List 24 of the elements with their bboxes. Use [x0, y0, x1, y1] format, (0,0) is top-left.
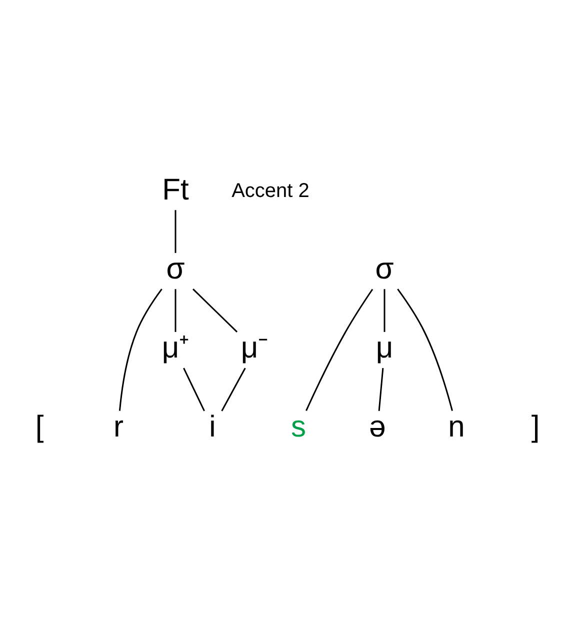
node-text: s [291, 410, 306, 443]
label: ] [531, 410, 540, 443]
label: Accent 2 [232, 180, 310, 202]
node-text: Ft [162, 173, 189, 206]
connector [192, 288, 238, 332]
connector [378, 368, 384, 411]
connector [183, 367, 205, 411]
connector [397, 288, 453, 411]
label: [ [35, 410, 44, 443]
connector [221, 367, 246, 411]
node-text: μ [376, 331, 394, 364]
connector [174, 210, 176, 252]
connector [118, 288, 162, 410]
node-text: i [209, 410, 216, 443]
node-text: μ⁺ [162, 331, 190, 364]
node-text: ə [369, 410, 386, 443]
node-text: r [114, 410, 124, 443]
connector [306, 288, 374, 410]
node-text: μ⁻ [240, 331, 268, 364]
node-text: σ [375, 252, 394, 285]
connector [174, 288, 176, 332]
node-text: n [448, 410, 465, 443]
node-text: σ [166, 252, 185, 285]
connector [384, 288, 386, 332]
